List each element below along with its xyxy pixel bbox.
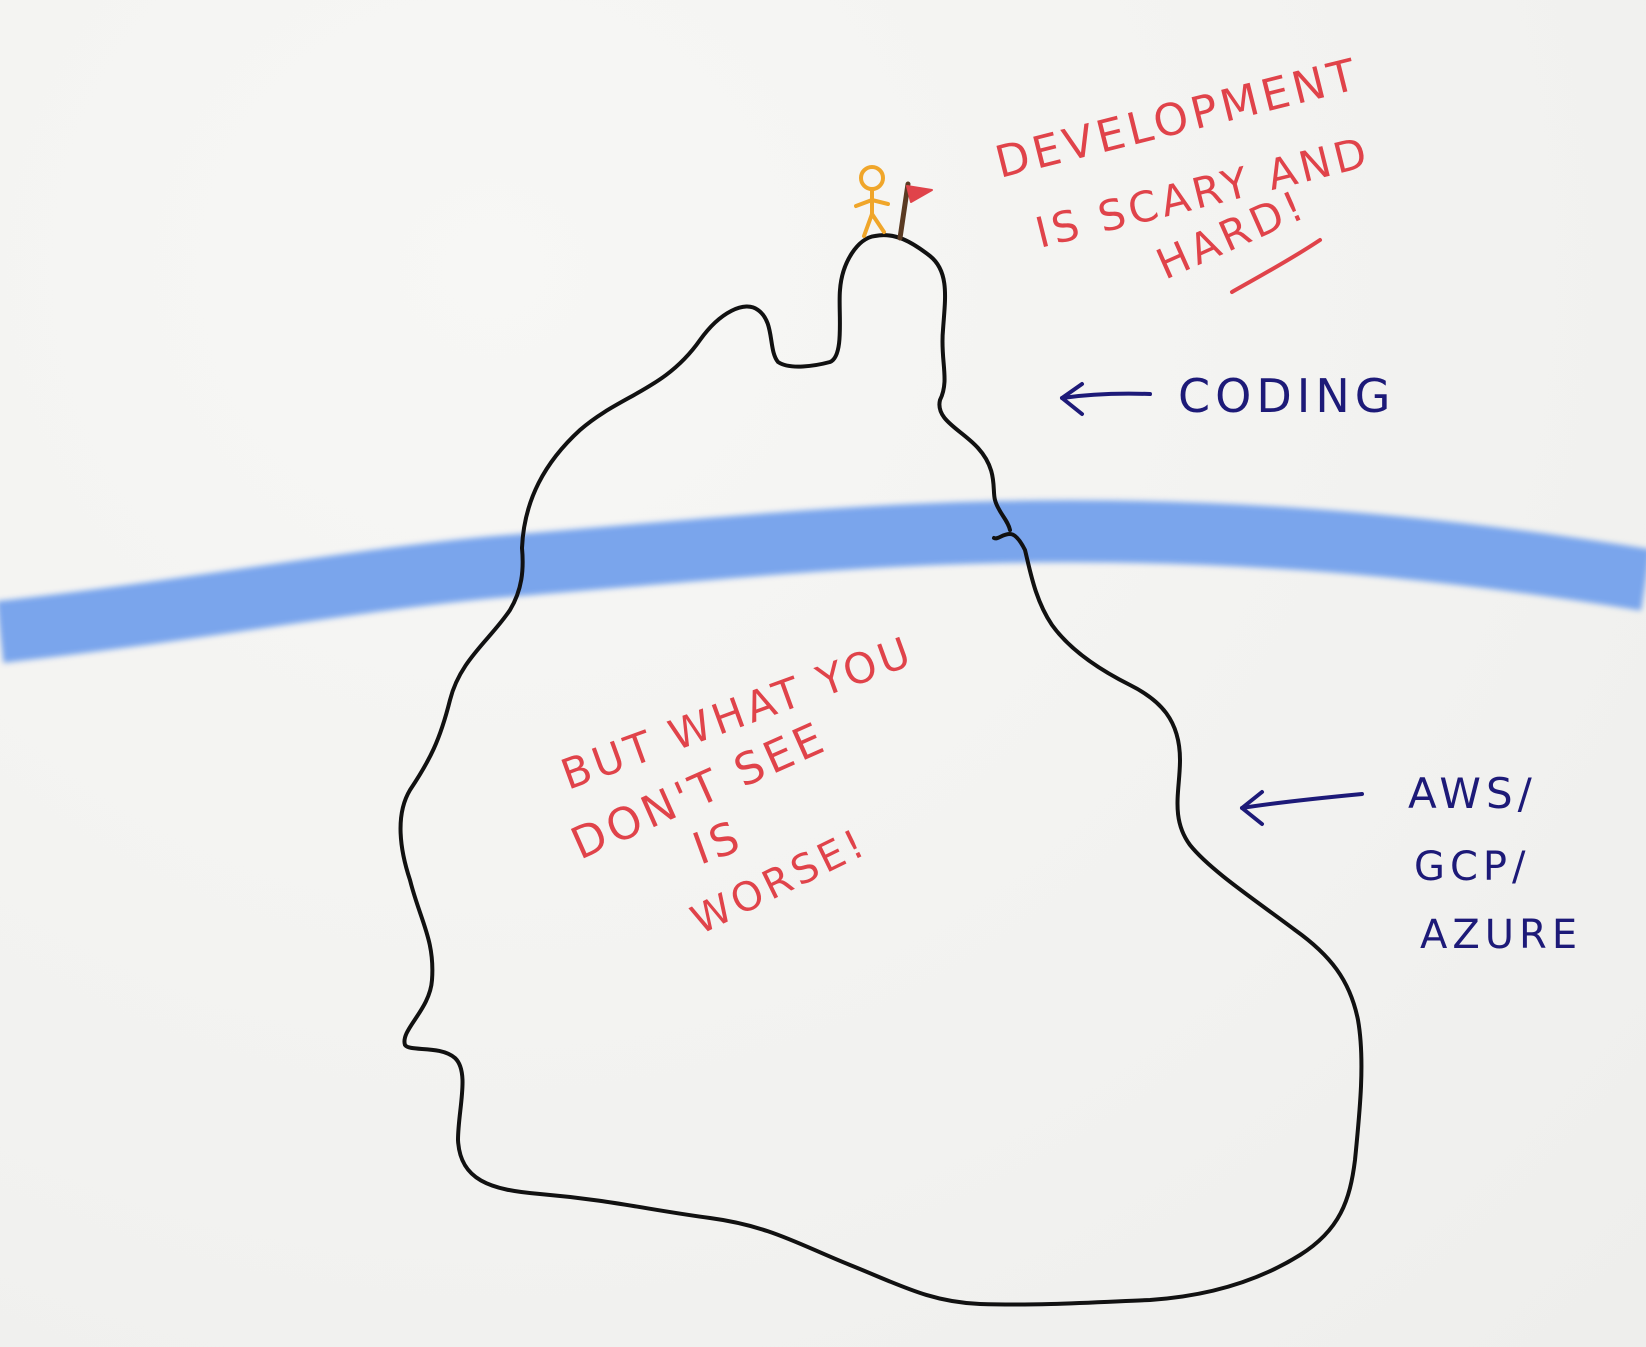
cloud-label: AWS/ GCP/ AZURE xyxy=(1408,769,1582,958)
top-note-underline xyxy=(1230,238,1322,294)
iceberg-outline-bottom xyxy=(398,532,1364,1307)
hidden-note: BUT WHAT YOU DON'T SEE IS WORSE! xyxy=(555,626,921,944)
cloud-label-line2: GCP/ xyxy=(1414,844,1531,890)
cloud-label-line1: AWS/ xyxy=(1408,769,1537,818)
left-arrow-icon-2 xyxy=(1240,790,1364,826)
top-note: DEVELOPMENT IS SCARY AND HARD! xyxy=(990,49,1375,294)
waterline xyxy=(0,500,1646,663)
cloud-label-line3: AZURE xyxy=(1420,912,1582,958)
coding-label: CODING xyxy=(1178,369,1395,423)
stick-figure-icon xyxy=(854,165,890,238)
iceberg-outline-top xyxy=(520,233,1012,550)
left-arrow-icon xyxy=(1060,382,1152,416)
flag-icon xyxy=(897,181,933,241)
